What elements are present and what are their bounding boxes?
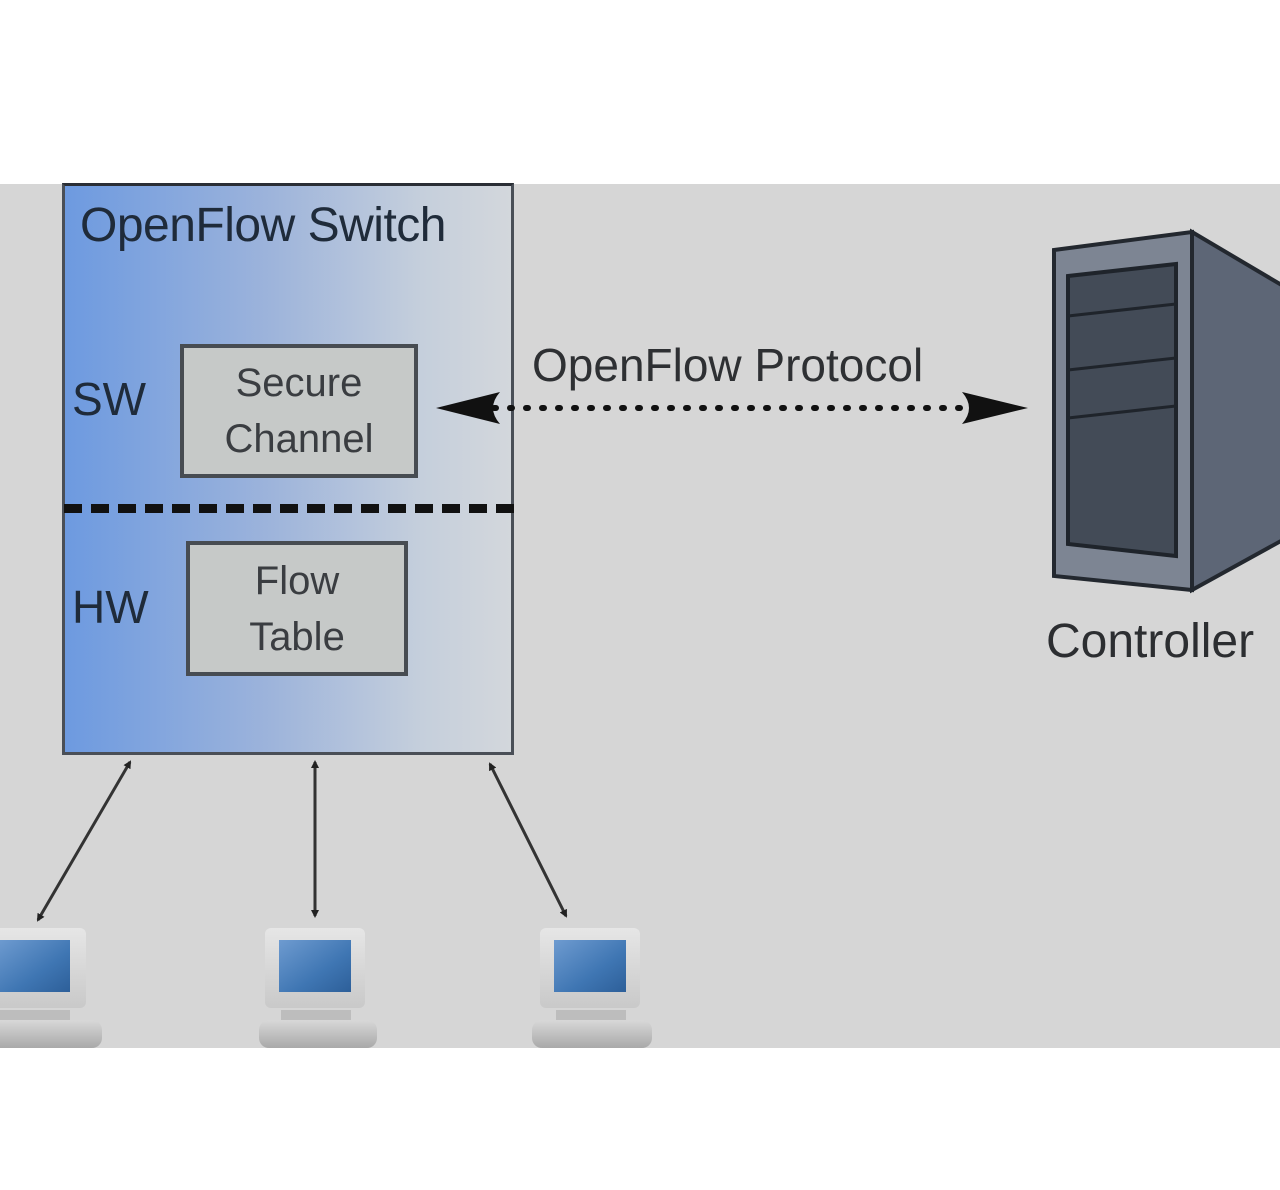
secure-channel-line1: Secure [235,361,363,405]
server-tower-icon [1052,228,1280,594]
switch-title: OpenFlow Switch [80,199,446,252]
protocol-arrowhead-right [962,392,1028,424]
host-link-3 [488,762,568,918]
sw-layer-label: SW [72,373,147,425]
host-link-1 [36,760,132,922]
controller-label: Controller [1046,615,1255,668]
secure-channel-line2: Channel [224,417,374,461]
flow-table-line2: Table [249,614,345,659]
protocol-arrowhead-left [436,392,500,424]
desktop-computer-icon [0,928,102,1048]
hw-layer-label: HW [72,581,149,633]
sw-hw-divider [64,504,514,513]
flow-table-line1: Flow [254,558,340,603]
openflow-protocol-label: OpenFlow Protocol [532,339,924,391]
openflow-protocol-arrow [436,392,1028,424]
flow-table-box: Flow Table [186,541,408,676]
desktop-computer-icon [532,928,652,1048]
desktop-computer-icon [259,928,377,1048]
secure-channel-box: Secure Channel [180,344,418,478]
